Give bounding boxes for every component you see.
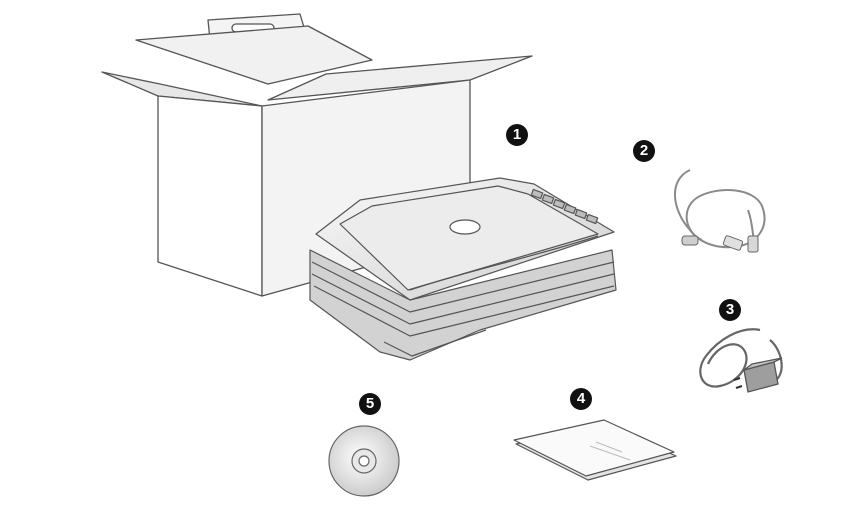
- cd-rom: [328, 425, 400, 497]
- power-adapter-face: [743, 357, 783, 371]
- power-adapter-prong-2: [735, 385, 743, 389]
- callout-badge-scanner: 1: [506, 124, 528, 146]
- scanner-base-ridge-3: [313, 285, 615, 337]
- box-right-flap: [267, 55, 533, 101]
- scanner-base: [309, 249, 617, 361]
- box-front-left-face: [157, 95, 263, 297]
- usb-cable-loop: [674, 169, 766, 249]
- scanner-lid-top: [339, 185, 599, 291]
- power-adapter: [699, 328, 783, 393]
- scanner: [309, 177, 617, 361]
- scanner-logo: [449, 219, 481, 235]
- callout-badge-usb-cable: 2: [633, 140, 655, 162]
- usb-plug-a: [722, 235, 744, 251]
- quick-guide-cover: [513, 419, 675, 477]
- quick-guide: [513, 419, 677, 481]
- scanner-buttons: [530, 188, 599, 225]
- scanner-hinge-curve: [409, 235, 599, 291]
- usb-ferrite-core: [681, 235, 699, 246]
- scanner-base-ridge-2: [311, 273, 615, 325]
- scanner-foot: [383, 329, 487, 357]
- power-cord-coil: [699, 328, 761, 388]
- usb-plug-b: [747, 235, 759, 253]
- quick-guide-text-line-1: [589, 445, 631, 461]
- box-back-flap: [135, 25, 373, 85]
- callout-badge-quick-guide: 4: [570, 388, 592, 410]
- power-adapter-prong-1: [733, 377, 741, 381]
- cd-hole: [358, 455, 370, 467]
- power-cord-lead: [769, 339, 783, 381]
- usb-cable: [674, 169, 766, 253]
- callout-badge-power-adapter: 3: [719, 299, 741, 321]
- quick-guide-text-line-2: [595, 441, 623, 453]
- callout-badge-cd-rom: 5: [359, 393, 381, 415]
- scanner-base-ridge-1: [311, 261, 615, 313]
